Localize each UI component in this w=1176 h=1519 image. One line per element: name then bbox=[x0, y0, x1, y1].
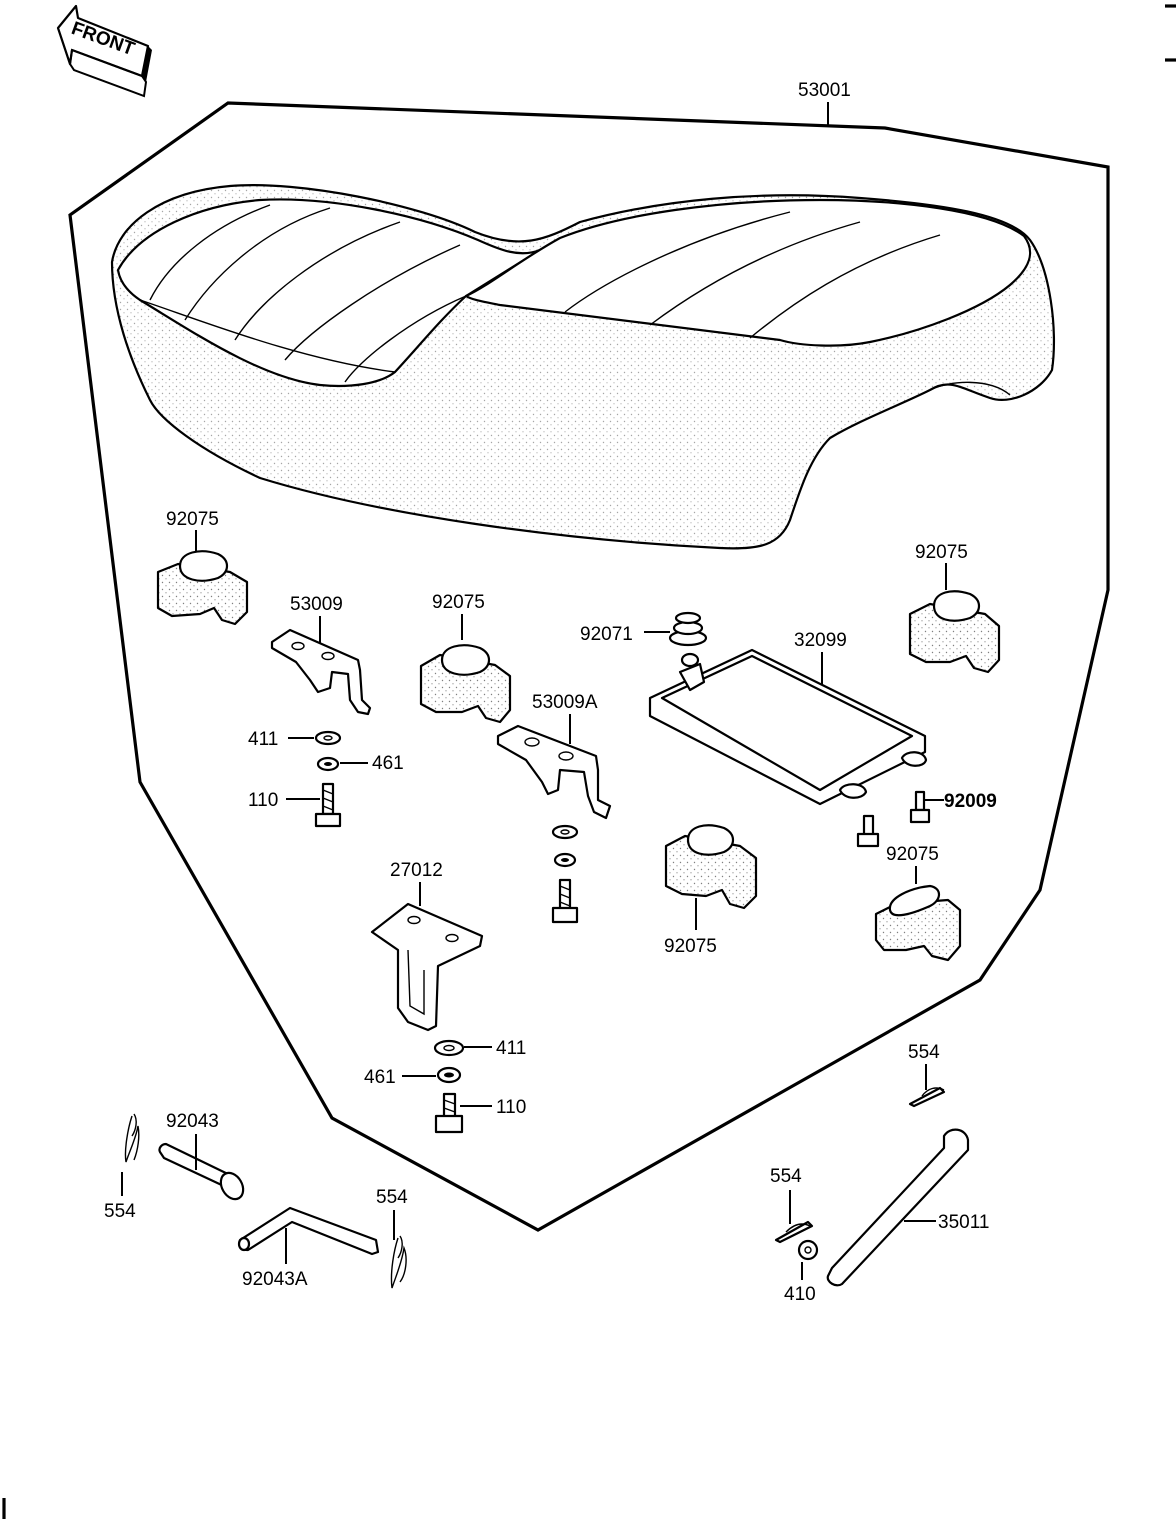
label-92043: 92043 bbox=[166, 1111, 219, 1132]
pin-92043 bbox=[158, 1142, 245, 1201]
bracket-53009a bbox=[496, 724, 612, 820]
washer-411-a bbox=[314, 730, 342, 746]
label-110-a: 110 bbox=[248, 790, 278, 811]
bolt-110-a bbox=[314, 782, 342, 828]
label-554-rod: 554 bbox=[770, 1166, 802, 1187]
label-32099: 32099 bbox=[794, 630, 847, 651]
rubber-damper-lower-mid bbox=[664, 824, 758, 910]
seat-cushion bbox=[110, 184, 1056, 550]
label-461-b: 461 bbox=[364, 1067, 396, 1088]
rubber-damper-lower-right bbox=[874, 884, 962, 962]
label-92075-left: 92075 bbox=[166, 509, 219, 530]
pin-clip-554-rod bbox=[774, 1220, 814, 1244]
label-411-a: 411 bbox=[248, 729, 278, 750]
washer-411-b bbox=[433, 1039, 465, 1057]
pin-clip-554-mid bbox=[390, 1235, 407, 1289]
washer-410 bbox=[797, 1239, 819, 1261]
label-92075-lower-mid: 92075 bbox=[664, 936, 717, 957]
label-411-b: 411 bbox=[496, 1038, 526, 1059]
label-110-b: 110 bbox=[496, 1097, 526, 1118]
label-554-left: 554 bbox=[104, 1201, 136, 1222]
label-92075-right: 92075 bbox=[915, 542, 968, 563]
label-53001: 53001 bbox=[798, 80, 851, 101]
bracket-53009 bbox=[270, 628, 372, 716]
assembly-outline bbox=[68, 101, 1110, 1232]
screw-92009-b bbox=[856, 814, 880, 848]
label-92009: 92009 bbox=[944, 791, 997, 812]
label-92071: 92071 bbox=[580, 624, 633, 645]
label-35011: 35011 bbox=[938, 1212, 989, 1233]
grommet-92071 bbox=[668, 611, 708, 647]
tray-32099 bbox=[648, 648, 928, 806]
label-410: 410 bbox=[784, 1284, 816, 1305]
label-27012: 27012 bbox=[390, 860, 443, 881]
pin-92043a bbox=[237, 1206, 380, 1256]
pin-clip-554-right bbox=[908, 1086, 946, 1108]
rubber-damper-mid bbox=[419, 644, 512, 724]
label-92075-lower-right: 92075 bbox=[886, 844, 939, 865]
label-53009a: 53009A bbox=[532, 692, 598, 713]
label-461-a: 461 bbox=[372, 753, 404, 774]
screw-92009-a bbox=[909, 790, 931, 824]
rubber-damper-right bbox=[908, 590, 1001, 674]
front-arrow-icon: FRONT bbox=[56, 4, 152, 98]
bolt-110-b bbox=[434, 1092, 464, 1134]
washer-53009a bbox=[551, 824, 579, 840]
label-554-mid: 554 bbox=[376, 1187, 408, 1208]
rod-35011 bbox=[826, 1128, 970, 1287]
bracket-27012 bbox=[370, 902, 484, 1032]
rubber-damper-left bbox=[156, 550, 249, 626]
pin-clip-554-left bbox=[124, 1113, 140, 1163]
bolt-53009a bbox=[551, 878, 579, 924]
label-53009: 53009 bbox=[290, 594, 343, 615]
label-92075-mid: 92075 bbox=[432, 592, 485, 613]
label-554-right: 554 bbox=[908, 1042, 940, 1063]
label-92043a: 92043A bbox=[242, 1269, 308, 1290]
